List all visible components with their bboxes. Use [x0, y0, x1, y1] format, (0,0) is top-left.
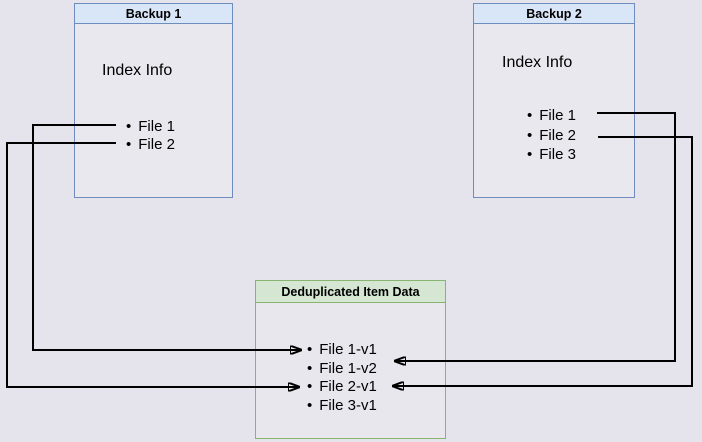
backup1-title: Backup 1: [75, 4, 232, 24]
bullet-icon: [307, 378, 319, 395]
deduplicated-item-data-box: Deduplicated Item Data File 1-v1 File 1-…: [255, 280, 446, 439]
bullet-icon: [126, 118, 138, 135]
backup2-index-info-label: Index Info: [502, 54, 573, 71]
backup1-file-label: File 1: [138, 117, 175, 135]
backup1-file-list: File 1 File 2: [75, 117, 232, 153]
backup1-index-info-label: Index Info: [102, 62, 173, 79]
dedup-item: File 1-v2: [256, 359, 445, 378]
backup1-file-item: File 2: [75, 135, 232, 153]
backup2-box: Backup 2 Index Info File 1 File 2 File 3: [473, 3, 635, 198]
dedup-item: File 3-v1: [256, 396, 445, 415]
backup2-file-item: File 2: [474, 126, 634, 146]
bullet-icon: [307, 341, 319, 358]
dedup-item-label: File 1-v2: [319, 359, 377, 377]
backup2-file-item: File 1: [474, 106, 634, 126]
backup2-file-label: File 1: [539, 107, 576, 125]
backup2-file-label: File 2: [539, 126, 576, 144]
dedup-item-list: File 1-v1 File 1-v2 File 2-v1 File 3-v1: [256, 340, 445, 415]
bullet-icon: [307, 360, 319, 377]
bullet-icon: [527, 146, 539, 163]
bullet-icon: [307, 397, 319, 414]
backup2-title: Backup 2: [474, 4, 634, 24]
dedup-item-label: File 1-v1: [319, 340, 377, 358]
bullet-icon: [527, 107, 539, 124]
dedup-item-label: File 3-v1: [319, 396, 377, 414]
backup1-file-label: File 2: [138, 135, 175, 153]
deduplicated-item-data-title: Deduplicated Item Data: [256, 281, 445, 303]
bullet-icon: [126, 136, 138, 153]
backup2-file-item: File 3: [474, 145, 634, 165]
backup1-file-item: File 1: [75, 117, 232, 135]
bullet-icon: [527, 127, 539, 144]
dedup-item: File 2-v1: [256, 377, 445, 396]
backup1-box: Backup 1 Index Info File 1 File 2: [74, 3, 233, 198]
dedup-item-label: File 2-v1: [319, 378, 377, 396]
backup2-file-list: File 1 File 2 File 3: [474, 106, 634, 165]
dedup-item: File 1-v1: [256, 340, 445, 359]
backup2-file-label: File 3: [539, 146, 576, 164]
